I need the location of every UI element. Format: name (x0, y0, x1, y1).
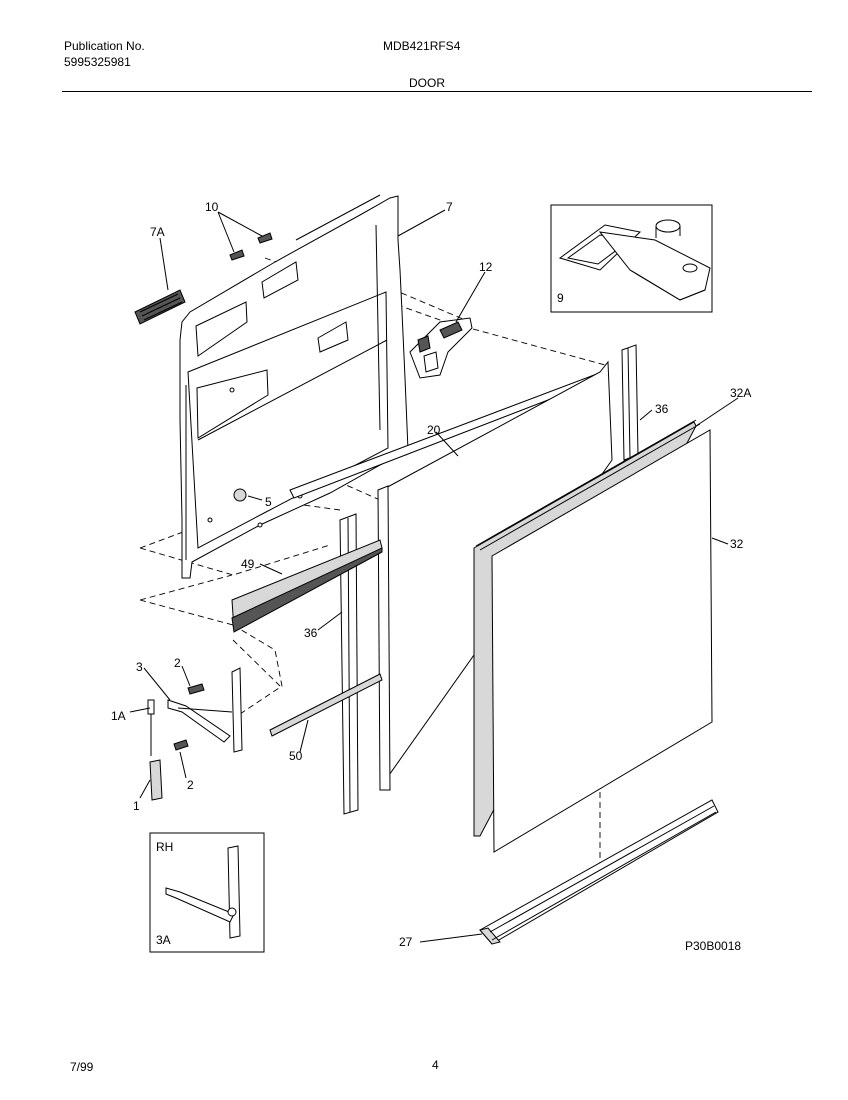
callout-7: 7 (446, 200, 453, 214)
callout-36-mid: 36 (304, 626, 318, 640)
hinge-assembly (167, 667, 243, 753)
callout-1a: 1A (111, 709, 126, 723)
right-side-channel (621, 344, 639, 461)
bottom-trim (479, 799, 719, 945)
callout-1: 1 (133, 799, 140, 813)
inset-rh-label: RH (156, 840, 173, 854)
callout-7a: 7A (150, 225, 165, 239)
callout-49: 49 (241, 557, 255, 571)
callout-labels: 10 7 7A 12 9 36 32A 20 5 32 49 36 3 2 1A… (111, 200, 751, 953)
callout-27: 27 (399, 935, 413, 949)
inset-3a-label: 3A (156, 933, 171, 947)
footer-date: 7/99 (70, 1060, 94, 1074)
lower-strip (269, 673, 383, 737)
section-title: DOOR (409, 76, 445, 90)
bushing (233, 488, 247, 502)
header-rule (62, 91, 812, 92)
callout-9: 9 (557, 291, 564, 305)
hinge-link (147, 699, 155, 756)
callout-20: 20 (427, 423, 441, 437)
inner-door-frame (179, 194, 409, 579)
callout-2-top: 2 (174, 656, 181, 670)
callout-10: 10 (205, 200, 219, 214)
door-latch (409, 317, 473, 379)
rh-hinge-inset (149, 832, 265, 953)
hinge-spring (149, 759, 163, 801)
vent-grille (134, 289, 186, 325)
callout-32a: 32A (730, 386, 751, 400)
bottom-strip (231, 539, 383, 633)
dispenser-inset (550, 204, 713, 313)
callout-3: 3 (136, 660, 143, 674)
callout-5: 5 (265, 495, 272, 509)
page-number: 4 (432, 1058, 439, 1072)
callout-12: 12 (479, 260, 493, 274)
figure-code: P30B0018 (685, 939, 741, 953)
callout-50: 50 (289, 749, 303, 763)
screws (229, 232, 273, 261)
model-number: MDB421RFS4 (383, 39, 461, 53)
callout-32: 32 (730, 537, 744, 551)
callout-36-top: 36 (655, 402, 669, 416)
publication-number: 5995325981 (64, 55, 131, 69)
publication-label: Publication No. (64, 39, 145, 53)
outer-door-panel (473, 419, 713, 853)
callout-leaders (129, 209, 739, 943)
callout-2-bottom: 2 (187, 778, 194, 792)
